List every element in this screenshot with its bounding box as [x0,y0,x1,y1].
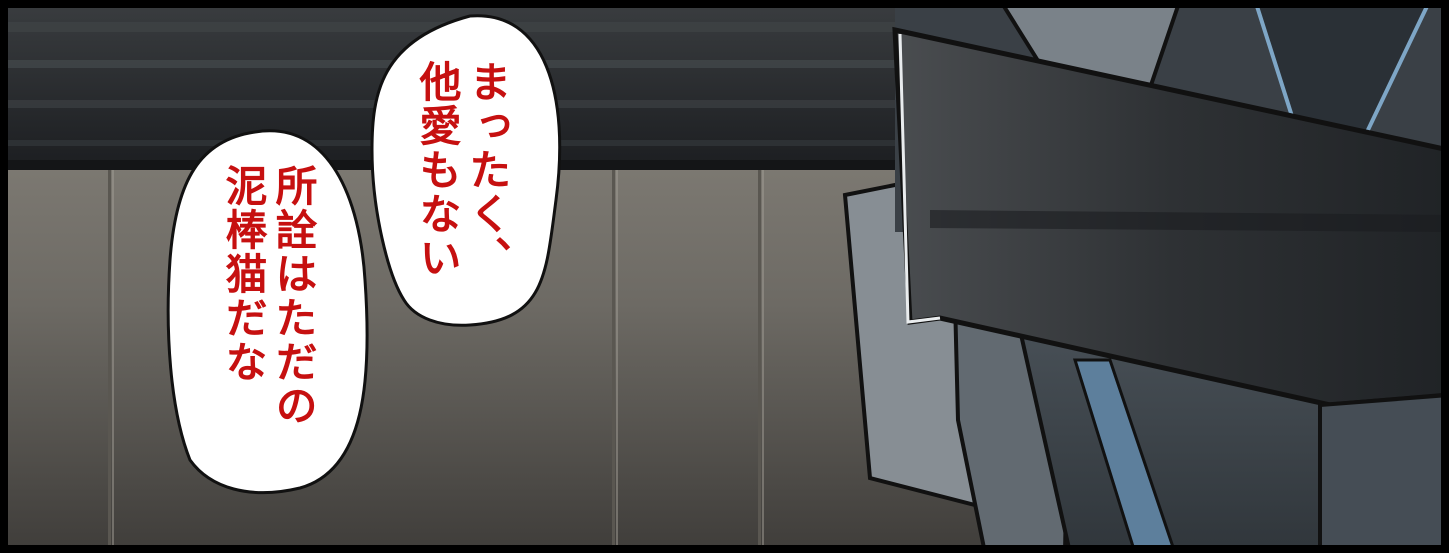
speech-line: 泥棒猫だな [219,164,268,384]
speech-line: まったく、 [463,60,512,280]
speech-balloon-1 [370,14,562,327]
speech-line: 所詮はただの [269,164,318,428]
speech-text-2: 所詮はただの 泥棒猫だな [218,164,318,484]
speech-balloons [166,14,562,495]
speech-text-1: まったく、 他愛もない [412,60,512,320]
armored-figure-illustration [842,0,1449,553]
speech-line: 他愛もない [413,60,462,280]
speech-balloon-2 [166,129,369,495]
